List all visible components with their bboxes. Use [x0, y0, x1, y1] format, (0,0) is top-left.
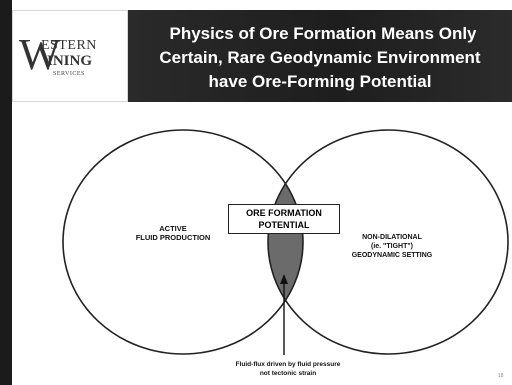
right-label-line-2: (ie. "TIGHT") [370, 243, 414, 250]
left-label-line-2: FLUID PRODUCTION [135, 233, 211, 242]
overlap-label-box: ORE FORMATION POTENTIAL [228, 204, 340, 234]
logo-w-letter: W [19, 30, 61, 79]
caption-line-2: not tectonic strain [259, 370, 317, 377]
left-circle-fluid-production [62, 129, 304, 355]
left-circle-label: ACTIVE FLUID PRODUCTION [118, 224, 228, 242]
logo-text-mining: INING [47, 53, 93, 69]
slide-title-line-3: have Ore-Forming Potential [208, 72, 432, 91]
caption-arrowhead-icon [280, 274, 288, 284]
right-circle-geodynamic-setting [267, 129, 509, 355]
title-banner: Physics of Ore Formation Means Only Cert… [128, 10, 512, 102]
overlap-label-line-2: POTENTIAL [258, 220, 310, 230]
logo-text-western: ESTERN [41, 38, 97, 53]
left-label-line-1: ACTIVE [159, 224, 187, 233]
caption-line-1: Fluid-flux driven by fluid pressure [235, 361, 341, 368]
right-label-line-3: GEODYNAMIC SETTING [351, 252, 433, 259]
page-number: 18 [498, 373, 504, 379]
arrow-caption: Fluid-flux driven by fluid pressure not … [178, 360, 398, 378]
left-accent-bar [0, 0, 12, 385]
slide-title-line-2: Certain, Rare Geodynamic Environment [159, 48, 481, 67]
overlap-label-line-1: ORE FORMATION [246, 208, 322, 218]
logo-text-services: SERVICES [53, 71, 85, 77]
right-circle-label: NON-DILATIONAL (ie. "TIGHT") GEODYNAMIC … [332, 233, 452, 260]
slide-title-line-1: Physics of Ore Formation Means Only [169, 24, 477, 43]
western-mining-logo: W ESTERN INING SERVICES [12, 10, 128, 102]
right-label-line-1: NON-DILATIONAL [362, 234, 422, 241]
